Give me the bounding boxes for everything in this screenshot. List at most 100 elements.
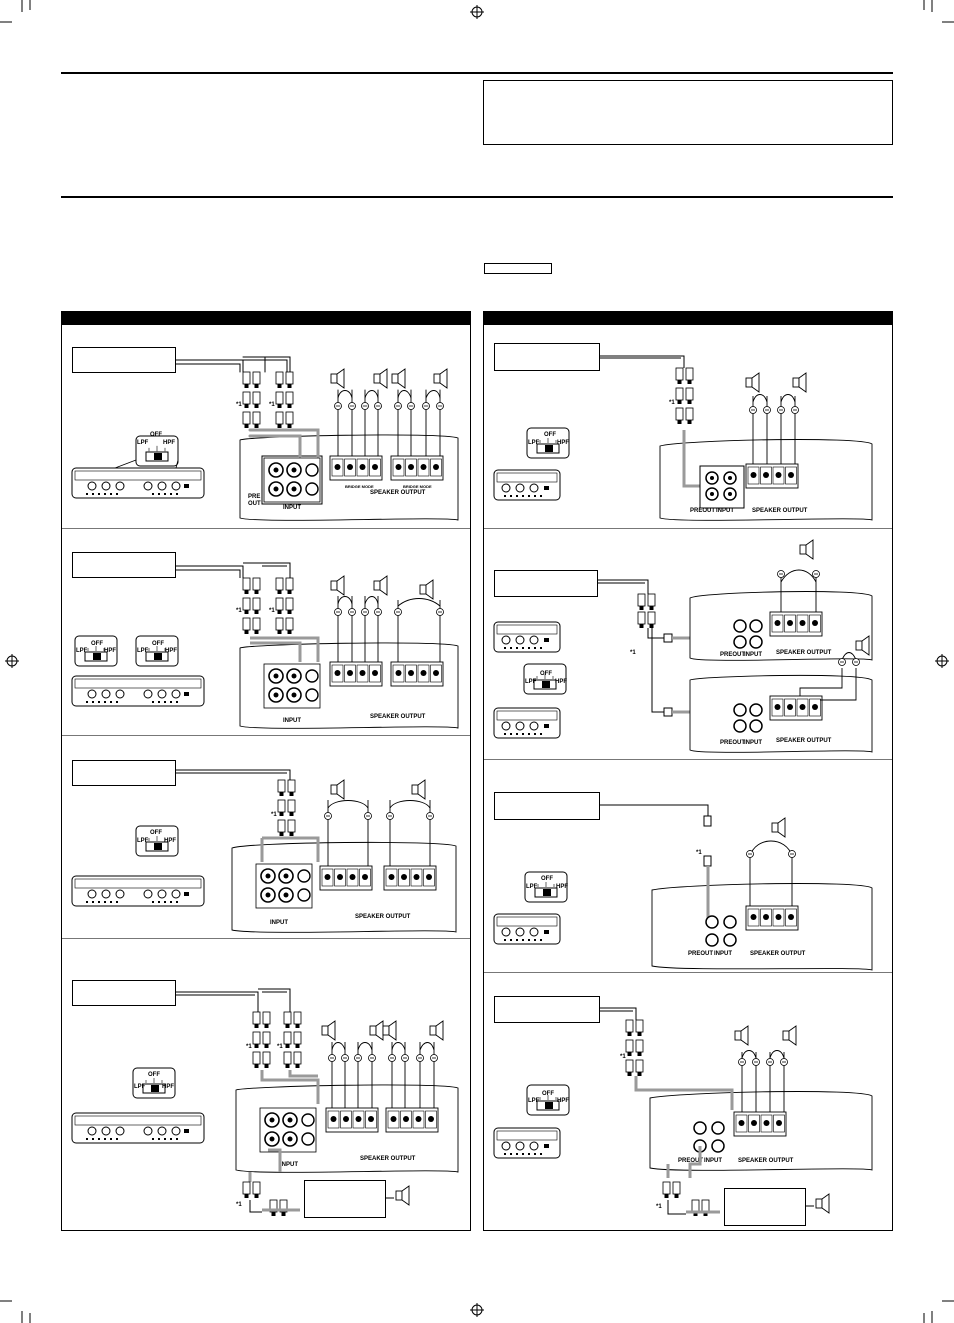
left-section-bar — [62, 312, 470, 325]
svg-text:LPF: LPF — [137, 838, 149, 844]
svg-text:PREOUT: PREOUT — [688, 951, 713, 957]
svg-text:PREOUT: PREOUT — [690, 508, 715, 514]
svg-text:*1: *1 — [696, 850, 702, 856]
svg-text:LPF: LPF — [528, 1098, 540, 1104]
svg-text:HPF: HPF — [555, 679, 567, 685]
svg-text:SPEAKER OUTPUT: SPEAKER OUTPUT — [776, 738, 832, 744]
svg-text:OFF: OFF — [91, 641, 103, 647]
svg-text:*1: *1 — [236, 608, 242, 614]
left-caption-2 — [72, 552, 176, 578]
left-caption-4 — [72, 980, 176, 1006]
svg-text:INPUT: INPUT — [716, 508, 734, 514]
left-diagram-1: LPF OFF HPF *1 *1 PRE OUT INPUT SPEAKER … — [71, 356, 459, 521]
svg-text:SPEAKER OUTPUT: SPEAKER OUTPUT — [776, 650, 832, 656]
svg-text:SPEAKER OUTPUT: SPEAKER OUTPUT — [752, 508, 808, 514]
svg-text:INPUT: INPUT — [270, 920, 288, 926]
svg-text:LPF: LPF — [76, 648, 88, 654]
left-caption-3 — [72, 760, 176, 786]
left-diagram-4: LPF OFF HPF *1 *1 SPEAKER OUTPUT INPUT *… — [71, 988, 459, 1217]
svg-text:LPF: LPF — [526, 884, 538, 890]
svg-text:OFF: OFF — [542, 1091, 554, 1097]
right-diagram-4: LPF OFF HPF *1 PREOUT INPUT SPEAKER OUTP… — [493, 1007, 873, 1217]
svg-text:HPF: HPF — [557, 1098, 569, 1104]
svg-text:*1: *1 — [620, 1054, 626, 1060]
svg-text:OFF: OFF — [148, 1072, 160, 1078]
svg-text:PREOUT: PREOUT — [720, 652, 745, 658]
svg-text:SPEAKER OUTPUT: SPEAKER OUTPUT — [370, 490, 426, 496]
svg-text:HPF: HPF — [165, 648, 177, 654]
svg-text:*1: *1 — [271, 812, 277, 818]
svg-text:OFF: OFF — [540, 671, 552, 677]
svg-text:*1: *1 — [656, 1204, 662, 1210]
svg-text:*1: *1 — [630, 650, 636, 656]
svg-text:BRIDGE MODE: BRIDGE MODE — [403, 484, 432, 489]
svg-text:INPUT: INPUT — [714, 951, 732, 957]
svg-text:INPUT: INPUT — [280, 1162, 298, 1168]
svg-text:SPEAKER OUTPUT: SPEAKER OUTPUT — [370, 714, 426, 720]
right-divider-3 — [484, 972, 892, 973]
left-divider-3 — [62, 938, 470, 939]
section-rule — [61, 196, 893, 198]
left-diagram-2: LPF OFF HPF LPF OFF HPF *1 *1 SPEAKER OU… — [71, 562, 459, 729]
svg-text:INPUT: INPUT — [744, 652, 762, 658]
svg-text:*1: *1 — [277, 1044, 283, 1050]
svg-text:*1: *1 — [269, 402, 275, 408]
svg-text:LPF: LPF — [528, 440, 540, 446]
svg-text:SPEAKER OUTPUT: SPEAKER OUTPUT — [750, 951, 806, 957]
small-label-box — [484, 263, 552, 274]
svg-text:OFF: OFF — [541, 876, 553, 882]
right-diagram-1: LPF OFF HPF *1 PREOUT INPUT SPEAKER OUTP… — [493, 355, 873, 521]
left-divider-2 — [62, 735, 470, 736]
svg-text:HPF: HPF — [104, 648, 116, 654]
svg-text:HPF: HPF — [163, 440, 175, 446]
svg-text:*1: *1 — [669, 400, 675, 406]
right-sub-amp-box — [724, 1188, 806, 1226]
svg-text:PREOUT: PREOUT — [720, 740, 745, 746]
left-diagram-3: LPF OFF HPF *1 SPEAKER OUTPUT INPUT — [71, 769, 457, 933]
right-caption-1 — [494, 343, 600, 371]
svg-text:PREOUT: PREOUT — [678, 1158, 703, 1164]
svg-text:OFF: OFF — [150, 432, 162, 438]
svg-text:OFF: OFF — [152, 641, 164, 647]
svg-text:HPF: HPF — [162, 1084, 174, 1090]
left-divider-1 — [62, 528, 470, 529]
note-box — [483, 80, 893, 145]
svg-text:*1: *1 — [236, 402, 242, 408]
right-caption-2 — [494, 570, 598, 597]
left-diagram-frame — [61, 311, 471, 1231]
right-diagram-2: LPF OFF HPF *1 PREOUT INPUT SPEAKER OUTP… — [493, 539, 873, 753]
left-caption-1 — [72, 347, 176, 373]
svg-text:BRIDGE MODE: BRIDGE MODE — [345, 484, 374, 489]
svg-text:HPF: HPF — [556, 884, 568, 890]
svg-text:HPF: HPF — [557, 440, 569, 446]
right-divider-2 — [484, 759, 892, 760]
right-divider-1 — [484, 528, 892, 529]
left-sub-amp-box — [304, 1180, 386, 1218]
svg-text:*1: *1 — [269, 608, 275, 614]
svg-text:INPUT: INPUT — [283, 505, 301, 511]
svg-text:SPEAKER OUTPUT: SPEAKER OUTPUT — [360, 1156, 416, 1162]
svg-text:INPUT: INPUT — [283, 718, 301, 724]
svg-text:INPUT: INPUT — [704, 1158, 722, 1164]
svg-text:LPF: LPF — [137, 648, 149, 654]
svg-text:OUT: OUT — [248, 501, 261, 507]
svg-text:OFF: OFF — [150, 830, 162, 836]
right-diagram-frame — [483, 311, 893, 1231]
svg-text:LPF: LPF — [137, 440, 149, 446]
right-section-bar — [484, 312, 892, 325]
svg-text:LPF: LPF — [134, 1084, 146, 1090]
svg-text:*1: *1 — [236, 1202, 242, 1208]
svg-text:SPEAKER OUTPUT: SPEAKER OUTPUT — [355, 914, 411, 920]
svg-text:INPUT: INPUT — [744, 740, 762, 746]
svg-text:SPEAKER OUTPUT: SPEAKER OUTPUT — [738, 1158, 794, 1164]
svg-text:PRE: PRE — [248, 494, 260, 500]
svg-text:OFF: OFF — [544, 432, 556, 438]
svg-text:HPF: HPF — [164, 838, 176, 844]
right-diagram-3: LPF OFF HPF *1 PREOUT INPUT SPEAKER OUTP… — [493, 804, 873, 971]
right-caption-4 — [494, 996, 600, 1023]
svg-text:LPF: LPF — [525, 679, 537, 685]
header-rule-top — [61, 72, 893, 74]
right-caption-3 — [494, 792, 600, 820]
